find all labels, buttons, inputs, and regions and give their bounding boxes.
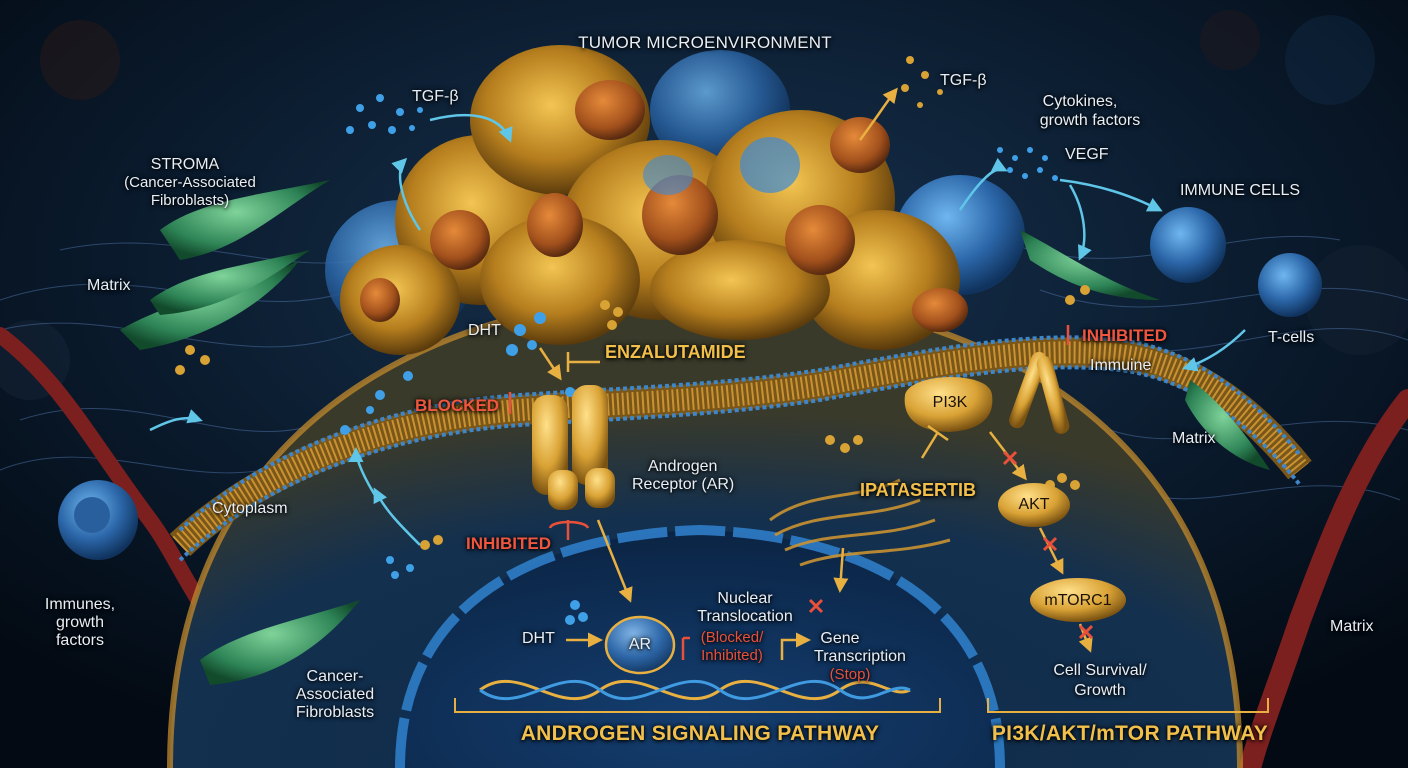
dht-label-top: DHT	[468, 322, 501, 339]
immune-cells-title: IMMUNE CELLS	[1179, 182, 1301, 199]
nuclear-translocation-label-1: Nuclear	[717, 590, 773, 607]
blocked-inhibited-label-2: Inhibited)	[701, 647, 763, 664]
immune-cells-right	[1150, 207, 1322, 317]
pi3k-pathway-title: PI3K/AKT/mTOR PATHWAY	[991, 722, 1269, 745]
tgf-beta-label-left: TGF-β	[412, 88, 459, 105]
fibroblasts-left	[120, 180, 360, 685]
nucleus	[395, 524, 1005, 768]
matrix-label-left: Matrix	[87, 277, 131, 294]
matrix-label-right-edge: Matrix	[1330, 618, 1374, 635]
pi3k-stop-marks	[1002, 450, 1094, 640]
ar-node-label: AR	[628, 636, 652, 653]
cell-survival-label-2: Growth	[1074, 682, 1126, 699]
tgf-beta-molecules-left	[346, 94, 423, 134]
androgen-arrows	[538, 347, 849, 660]
immunes-label-1: Immunes,	[44, 596, 116, 613]
inhibition-bars-androgen	[508, 352, 690, 660]
immune-cell-left	[58, 480, 138, 560]
tgf-beta-label-right: TGF-β	[940, 72, 987, 89]
stroma-title: STROMA	[150, 156, 220, 173]
inhibited-label-right: INHIBITED	[1082, 326, 1167, 345]
blood-vessel-right	[1239, 389, 1408, 768]
immuine-label: Immuine	[1090, 357, 1152, 374]
stroma-subtitle-1: (Cancer-Associated	[124, 174, 256, 191]
akt-node-label: AKT	[1018, 496, 1050, 513]
ar-nucleus-node	[604, 615, 676, 675]
blocked-inhibited-label-1: (Blocked/	[700, 629, 764, 646]
androgen-pathway-title: ANDROGEN SIGNALING PATHWAY	[520, 722, 880, 745]
pathway-brackets	[454, 698, 1269, 713]
stop-marks	[808, 598, 824, 614]
dht-label-nucleus: DHT	[522, 630, 555, 647]
immunes-label-2: growth	[55, 614, 105, 631]
pi3k-pathway-shapes	[904, 376, 1126, 622]
gold-secretion-arrows	[858, 87, 898, 141]
inhibited-label-left: INHIBITED	[466, 534, 551, 553]
stop-label: (Stop)	[829, 666, 871, 683]
matrix-label-right-mid: Matrix	[1172, 430, 1216, 447]
gene-transcription-label-2: Transcription	[814, 648, 906, 665]
cyan-arrows	[149, 113, 1246, 546]
endoplasmic-reticulum	[769, 478, 951, 567]
vegf-label: VEGF	[1065, 146, 1109, 163]
dna-helix	[479, 679, 911, 701]
blocked-label: BLOCKED	[415, 396, 500, 415]
mtorc1-node-label: mTORC1	[1044, 592, 1112, 609]
androgen-receptor-complex	[532, 385, 615, 510]
enzalutamide-label: ENZALUTAMIDE	[605, 342, 746, 362]
tumor-cluster	[325, 45, 1025, 355]
fibroblasts-right	[1020, 230, 1270, 470]
vegf-molecules	[997, 147, 1058, 181]
androgen-receptor-label-2: Receptor (AR)	[632, 476, 735, 493]
cell-survival-label-1: Cell Survival/	[1053, 662, 1147, 679]
tgf-beta-molecules-right	[901, 56, 943, 108]
t-cells-label: T-cells	[1268, 329, 1315, 346]
pi3k-node-label: PI3K	[932, 394, 968, 411]
plasma-membrane	[169, 335, 1312, 562]
cytokines-label-2: growth factors	[1039, 112, 1141, 129]
caf-label-3: Fibroblasts	[295, 704, 375, 721]
ipatasertib-label: IPATASERTIB	[860, 480, 976, 500]
gene-transcription-label-1: Gene	[820, 630, 860, 647]
cytokines-label-1: Cytokines,	[1042, 93, 1118, 110]
caf-label-1: Cancer-	[306, 668, 364, 685]
diagram-title: TUMOR MICROENVIRONMENT	[578, 33, 832, 52]
immunes-label-3: factors	[55, 632, 104, 649]
membrane-receptor-right	[1009, 351, 1070, 434]
androgen-receptor-label-1: Androgen	[648, 458, 718, 475]
caf-label-2: Associated	[295, 686, 375, 703]
nuclear-translocation-label-2: Translocation	[697, 608, 793, 625]
cytoplasm-label: Cytoplasm	[212, 500, 288, 517]
stroma-subtitle-2: Fibroblasts)	[150, 192, 230, 209]
